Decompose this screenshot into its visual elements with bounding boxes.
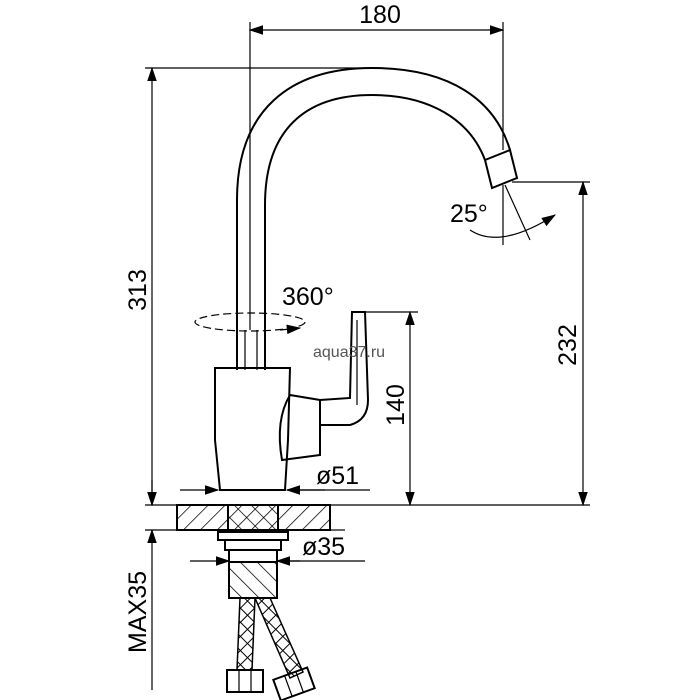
- mount-diameter-label: ø35: [302, 533, 345, 561]
- rotation-indicator: 360°: [194, 283, 334, 335]
- spout: [236, 66, 519, 370]
- watermark: aqua37.ru: [313, 344, 385, 361]
- dimension-spout-height: 232: [512, 180, 590, 507]
- faucet-body: [214, 311, 370, 491]
- rotation-label: 360°: [282, 283, 334, 311]
- spout-angle-label: 25°: [450, 200, 488, 228]
- dimension-body-diameter: ø51: [180, 462, 370, 495]
- supply-hoses: [226, 597, 316, 700]
- dimension-total-height: 313: [124, 66, 590, 507]
- dimension-width: 180: [248, 1, 505, 330]
- dimension-max-thickness: MAX35: [124, 480, 157, 690]
- countertop: [145, 504, 345, 531]
- spout-angle: 25°: [450, 184, 557, 245]
- spout-height-label: 232: [554, 324, 582, 366]
- handle-height-label: 140: [382, 384, 410, 426]
- max-thickness-label: MAX35: [124, 571, 152, 653]
- body-diameter-label: ø51: [316, 462, 359, 490]
- dimension-handle-height: 140: [360, 310, 418, 507]
- width-label: 180: [359, 1, 401, 29]
- total-height-label: 313: [124, 269, 152, 311]
- dimension-mount-diameter: ø35: [190, 533, 365, 566]
- mounting-nut: [217, 531, 289, 599]
